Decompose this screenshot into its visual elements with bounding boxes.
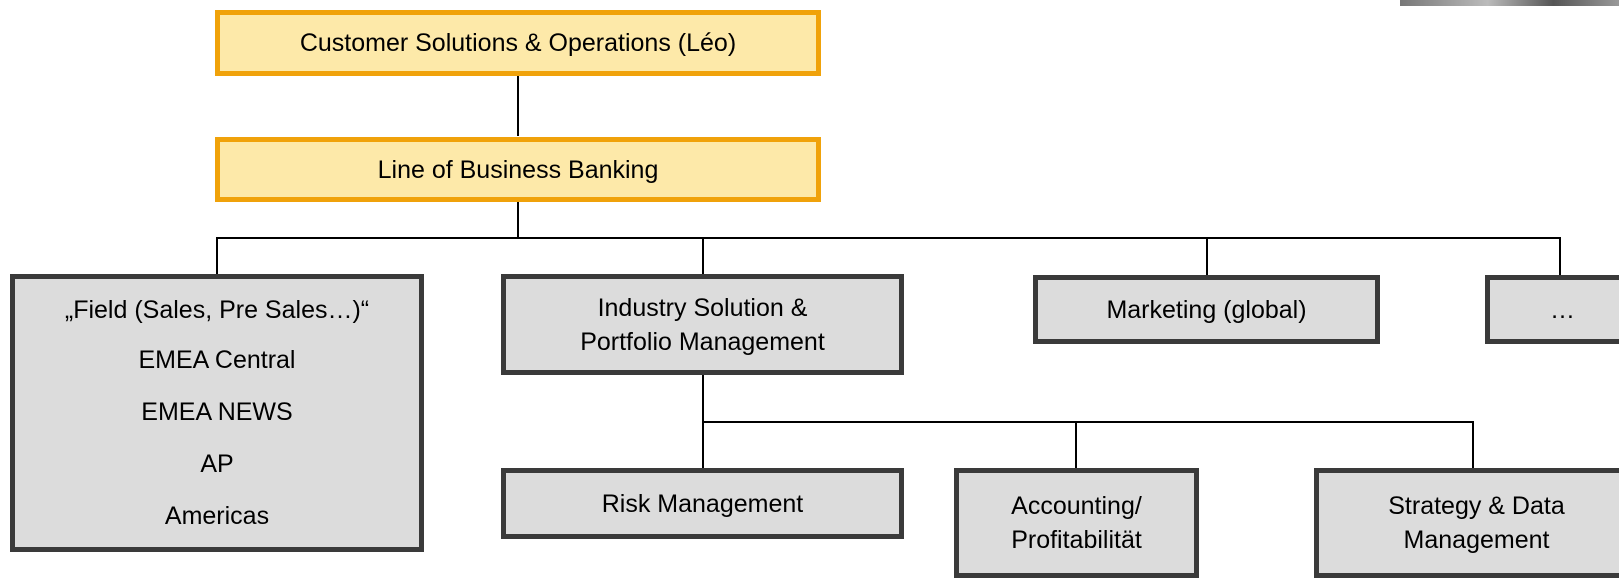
field-title: „Field (Sales, Pre Sales…)“	[64, 296, 370, 324]
box-strategy: Strategy & Data Management	[1314, 468, 1619, 578]
field-item: EMEA Central	[138, 346, 296, 374]
corner-photo	[1400, 0, 1619, 6]
connector-top-lob	[517, 74, 519, 136]
box-label: Customer Solutions & Operations (Léo)	[299, 29, 737, 57]
box-line-of-business: Line of Business Banking	[215, 137, 821, 202]
field-item: AP	[200, 450, 234, 478]
box-label: Line of Business Banking	[377, 155, 659, 184]
connector-risk	[702, 421, 704, 470]
box-label-line: Portfolio Management	[580, 327, 825, 356]
field-item: Americas	[164, 502, 270, 530]
box-label-line: Accounting/	[1011, 492, 1142, 520]
box-label-line: Management	[1403, 526, 1550, 554]
connector-lob-bus	[517, 200, 519, 238]
box-field: „Field (Sales, Pre Sales…)“ EMEA Central…	[10, 274, 424, 552]
connector-industry	[702, 237, 704, 275]
box-ellipsis: …	[1485, 275, 1619, 344]
box-label: Risk Management	[601, 489, 804, 518]
box-customer-solutions: Customer Solutions & Operations (Léo)	[215, 10, 821, 76]
connector-field	[216, 237, 218, 275]
box-label-line: Industry Solution &	[597, 293, 808, 322]
box-label: …	[1550, 295, 1575, 324]
connector-strategy	[1472, 421, 1474, 470]
box-label: Marketing (global)	[1106, 295, 1307, 324]
box-marketing: Marketing (global)	[1033, 275, 1380, 344]
connector-marketing	[1206, 237, 1208, 275]
connector-sub-bus	[702, 421, 1474, 423]
connector-industry-bus	[702, 374, 704, 423]
box-label-line: Strategy & Data	[1388, 492, 1565, 520]
connector-main-bus	[216, 237, 1561, 239]
box-industry-solution: Industry Solution & Portfolio Management	[501, 274, 904, 375]
field-item: EMEA NEWS	[141, 398, 293, 426]
connector-ellipsis	[1559, 237, 1561, 275]
box-accounting: Accounting/ Profitabilität	[954, 468, 1199, 578]
box-risk-management: Risk Management	[501, 468, 904, 539]
connector-accounting	[1075, 421, 1077, 470]
box-label-line: Profitabilität	[1011, 526, 1142, 554]
